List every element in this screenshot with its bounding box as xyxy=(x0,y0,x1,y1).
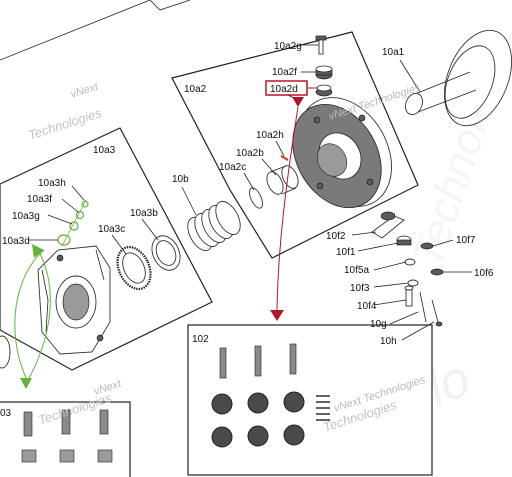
label-10a2f[interactable]: 10a2f xyxy=(272,67,297,78)
part-10a2h-pin[interactable] xyxy=(280,155,289,161)
label-10g[interactable]: 10g xyxy=(370,319,387,330)
part-10g-pin[interactable] xyxy=(419,291,427,323)
label-10a3f[interactable]: 10a3f xyxy=(27,194,52,205)
watermark-1a: vNext xyxy=(69,80,100,100)
part-10a2c-ring[interactable] xyxy=(247,186,265,210)
leader-lines xyxy=(28,44,472,341)
label-10a2[interactable]: 10a2 xyxy=(184,84,207,95)
label-10a2b[interactable]: 10a2b xyxy=(236,148,264,159)
kit-102-rollers-row1[interactable] xyxy=(211,391,305,415)
part-10f1-roller[interactable] xyxy=(396,235,412,246)
part-10a2-housing[interactable] xyxy=(275,81,411,224)
label-10f4[interactable]: 10f4 xyxy=(357,301,377,312)
part-10f5a-washer[interactable] xyxy=(404,258,416,266)
part-10a2g-bolt[interactable] xyxy=(315,35,327,55)
label-10f6[interactable]: 10f6 xyxy=(474,268,494,279)
label-10f3[interactable]: 10f3 xyxy=(350,283,370,294)
part-10a2f-cap[interactable] xyxy=(315,65,333,80)
part-10a3-spider[interactable] xyxy=(37,245,111,355)
label-10f2[interactable]: 10f2 xyxy=(326,231,346,242)
label-102[interactable]: 102 xyxy=(192,334,209,345)
label-103[interactable]: 03 xyxy=(0,408,12,419)
part-10f3-washer[interactable] xyxy=(407,279,419,287)
part-10f2-arm[interactable] xyxy=(371,211,405,239)
part-10f6-bushing[interactable] xyxy=(430,268,444,276)
part-10a1-sheave[interactable] xyxy=(402,20,512,135)
label-10a3b[interactable]: 10a3b xyxy=(130,208,158,219)
label-10a3g[interactable]: 10a3g xyxy=(12,211,40,222)
part-10f4-pin[interactable] xyxy=(404,285,414,307)
kit-102-rollers-row2[interactable] xyxy=(211,424,305,448)
part-10f7-bushing[interactable] xyxy=(420,242,434,250)
label-10f7[interactable]: 10f7 xyxy=(456,235,476,246)
part-10a2d-cap[interactable] xyxy=(315,84,333,97)
label-10a3c[interactable]: 10a3c xyxy=(98,224,125,235)
kit-102-pins[interactable] xyxy=(219,343,297,379)
label-10a3h[interactable]: 10a3h xyxy=(38,178,66,189)
kit-103-parts[interactable] xyxy=(21,409,113,463)
green-callout-10a3 xyxy=(14,244,51,389)
part-10a3c-gear-ring[interactable] xyxy=(111,242,157,295)
part-10a2b-bushing[interactable] xyxy=(264,163,302,197)
label-10b[interactable]: 10b xyxy=(172,174,189,185)
top-left-panel-edge xyxy=(0,0,151,61)
watermark-1b: Technologies xyxy=(26,105,104,143)
top-mid-panel-edge xyxy=(149,0,191,11)
panel-10a3 xyxy=(0,127,213,371)
label-10f1[interactable]: 10f1 xyxy=(336,247,356,258)
part-10h-bolt[interactable] xyxy=(431,299,443,327)
label-10f5a[interactable]: 10f5a xyxy=(344,265,369,276)
part-10b-spring[interactable] xyxy=(183,197,246,254)
highlight-callout-10a2d xyxy=(265,80,318,321)
label-10a3d[interactable]: 10a3d xyxy=(2,236,30,247)
label-10a2d[interactable]: 10a2d xyxy=(270,84,298,95)
label-10h[interactable]: 10h xyxy=(380,336,397,347)
label-10a2c[interactable]: 10a2c xyxy=(219,162,246,173)
kit-102-small-pins[interactable] xyxy=(316,395,330,421)
part-left-ring-partial xyxy=(0,335,11,369)
label-10a1[interactable]: 10a1 xyxy=(382,47,405,58)
label-10a2h[interactable]: 10a2h xyxy=(256,130,284,141)
label-10a2g[interactable]: 10a2g xyxy=(274,41,302,52)
label-10a3[interactable]: 10a3 xyxy=(93,145,116,156)
part-10a3b-ring[interactable] xyxy=(147,231,186,275)
